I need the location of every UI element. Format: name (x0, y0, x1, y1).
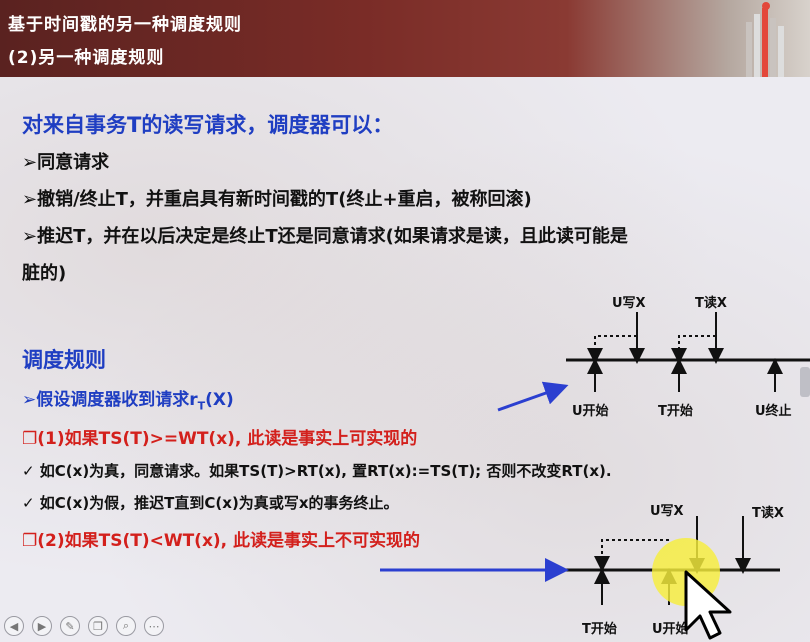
scroll-handle[interactable] (800, 367, 810, 397)
prev-icon[interactable]: ◀ (4, 616, 24, 636)
diag2-label-t-read: T读X (752, 506, 784, 521)
intro-item: 脏的) (22, 263, 67, 284)
rule-1: ❐(1)如果TS(T)>=WT(x), 此读是事实上可实现的 (22, 429, 418, 449)
rule-1-check-2: ✓ 如C(x)为假，推迟T直到C(x)为真或写x的事务终止。 (22, 494, 399, 512)
slide-title: 基于时间戳的另一种调度规则 (8, 15, 242, 35)
diag2-label-u-start: U开始 (652, 622, 689, 637)
intro-item: ➢推迟T，并在以后决定是终止T还是同意请求(如果请求是读，且此读可能是 (22, 226, 628, 247)
diag1-label-u-end: U终止 (755, 404, 792, 419)
diag2-label-u-write: U写X (650, 504, 684, 519)
diag1-label-u-write: U写X (612, 296, 646, 311)
rules-assume: ➢假设调度器收到请求rT(X) (22, 390, 234, 413)
more-icon[interactable]: ⋯ (144, 616, 164, 636)
pen-icon[interactable]: ✎ (60, 616, 80, 636)
dashed-link-3 (594, 539, 669, 572)
dashed-link-2 (671, 335, 716, 364)
rule-2: ❐(2)如果TS(T)<WT(x), 此读是事实上不可实现的 (22, 531, 421, 551)
diag1-label-t-read: T读X (695, 296, 727, 311)
intro-item: ➢同意请求 (22, 152, 110, 173)
mouse-pointer-icon (684, 570, 732, 640)
dashed-link-1 (587, 335, 637, 364)
copy-icon[interactable]: ❐ (88, 616, 108, 636)
slide-header: 基于时间戳的另一种调度规则 (2)另一种调度规则 (0, 0, 810, 77)
logo-icon (746, 2, 784, 77)
diag1-label-u-start: U开始 (572, 404, 609, 419)
rule-1-check-1: ✓ 如C(x)为真，同意请求。如果TS(T)>RT(x), 置RT(x):=TS… (22, 462, 612, 480)
pointer-arrow-1 (497, 381, 569, 412)
slide-toolbar: ◀ ▶ ✎ ❐ ⌕ ⋯ (4, 616, 164, 636)
intro-heading: 对来自事务T的读写请求，调度器可以： (22, 113, 394, 137)
diag2-label-t-start: T开始 (582, 622, 617, 637)
rules-heading: 调度规则 (22, 348, 106, 372)
next-icon[interactable]: ▶ (32, 616, 52, 636)
intro-item: ➢撤销/终止T，并重启具有新时间戳的T(终止+重启，被称回滚) (22, 189, 532, 210)
slide-subtitle: (2)另一种调度规则 (8, 48, 165, 68)
diag1-label-t-start: T开始 (658, 404, 693, 419)
zoom-icon[interactable]: ⌕ (116, 616, 136, 636)
